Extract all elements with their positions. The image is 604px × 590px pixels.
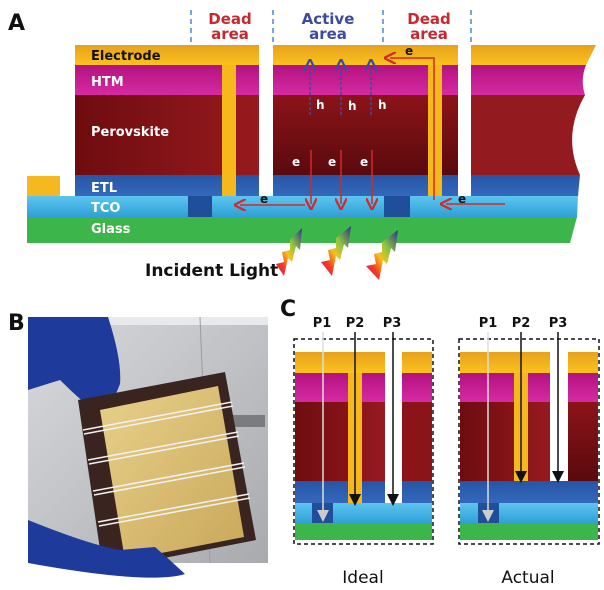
htm-segment: [471, 65, 586, 95]
electron-label: e: [260, 192, 268, 206]
dead-area-left-line1: Dead: [208, 10, 251, 28]
electron-path: [390, 58, 435, 200]
p2-label: P2: [346, 316, 365, 331]
etl-segment: [273, 175, 458, 196]
p3-label: P3: [383, 316, 402, 331]
dead-area-right-line1: Dead: [407, 10, 450, 28]
panel-label-a: A: [8, 11, 25, 36]
electron-label: e: [328, 155, 336, 169]
p1-label: P1: [313, 316, 332, 331]
electron-label: e: [292, 155, 300, 169]
incident-light-label: Incident Light: [145, 261, 278, 281]
tco-segment: [410, 196, 578, 217]
electron-transport: [240, 58, 505, 205]
dashed-frame: [458, 338, 600, 545]
label-electrode: Electrode: [91, 49, 161, 64]
electron-label: e: [458, 192, 466, 206]
electrode-segment: [471, 45, 596, 65]
contact-pad: [27, 176, 60, 196]
light-ray-icon: [276, 228, 302, 276]
electrode-segment: [273, 45, 458, 65]
ideal-caption: Ideal: [342, 568, 383, 588]
label-perovskite: Perovskite: [91, 125, 169, 140]
label-glass: Glass: [91, 222, 131, 237]
tco-segment: [212, 196, 384, 217]
dead-area-right-line2: area: [410, 25, 448, 43]
p1-scribe-etl-fill: [188, 196, 212, 217]
p1-scribe-etl-fill: [384, 196, 410, 217]
scribe-lines: [82, 401, 251, 527]
label-htm: HTM: [91, 75, 124, 90]
hole-transport: [310, 65, 371, 115]
etl-segment: [75, 175, 259, 196]
panel-b: B: [8, 311, 268, 578]
hole-label: h: [378, 98, 387, 112]
active-area-line2: area: [309, 25, 347, 43]
etl-segment: [471, 175, 580, 196]
hole-label: h: [348, 99, 357, 113]
dashed-frame: [293, 338, 434, 545]
tco-segment: [27, 196, 188, 217]
glove: [28, 520, 185, 578]
actual-caption: Actual: [501, 568, 554, 588]
perovskite-segment: [273, 95, 458, 175]
glove: [28, 317, 121, 420]
electron-label: e: [360, 155, 368, 169]
light-ray-icon: [366, 230, 398, 280]
hole-label: h: [316, 98, 325, 112]
p2-interconnect: [428, 65, 442, 196]
active-area-line1: Active: [302, 10, 355, 28]
panel-label-c: C: [280, 297, 296, 322]
panel-label-b: B: [8, 311, 25, 336]
module-photo: [28, 316, 268, 578]
panel-a: A Dead area Active area Dead area: [8, 10, 596, 281]
label-tco: TCO: [91, 201, 120, 216]
ideal-structure: P1 P2 P3 Ideal: [293, 316, 434, 588]
electrode-segment: [75, 45, 259, 65]
p3-label: P3: [549, 316, 568, 331]
label-etl: ETL: [91, 181, 117, 196]
light-rays: [276, 226, 398, 280]
dead-area-left-line2: area: [211, 25, 249, 43]
p2-label: P2: [512, 316, 531, 331]
glass-layer: [27, 217, 577, 243]
region-dividers: [190, 10, 472, 44]
perovskite-segment: [471, 95, 585, 175]
actual-structure: P1 P2 P3 Actual: [458, 316, 600, 588]
p1-label: P1: [479, 316, 498, 331]
light-ray-icon: [321, 226, 351, 276]
p2-interconnect: [222, 65, 236, 196]
module-active-area: [100, 386, 244, 560]
electron-label: e: [405, 44, 413, 58]
panel-c: C P1 P2 P3 Ideal: [280, 297, 600, 588]
